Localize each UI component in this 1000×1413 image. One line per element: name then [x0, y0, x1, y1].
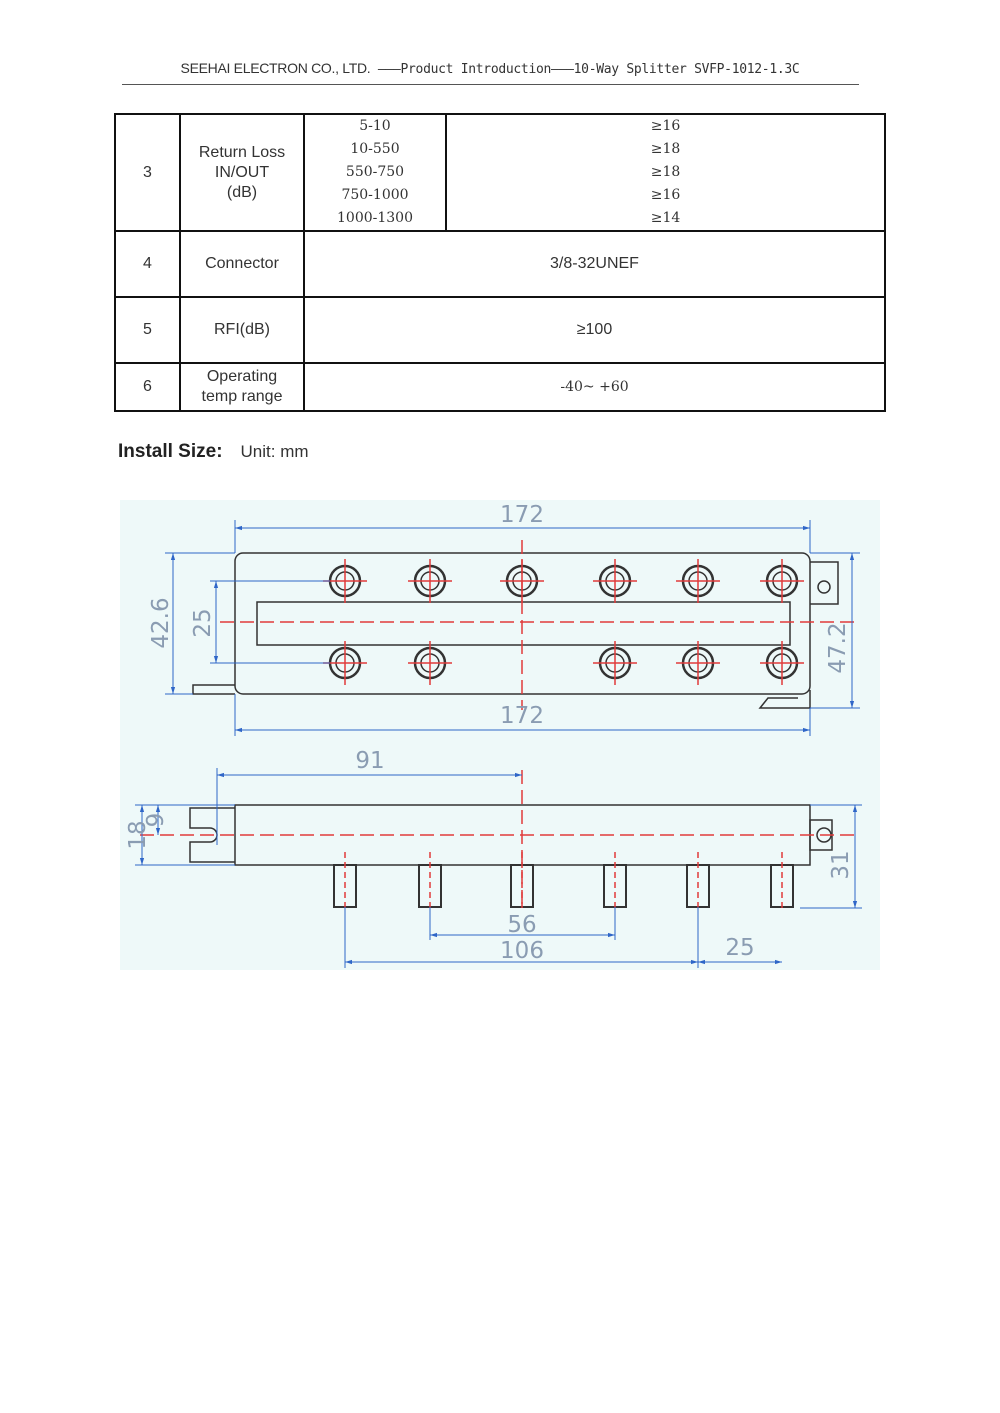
- row-label: RFI(dB): [179, 296, 305, 364]
- spec-table: 3 Return Loss IN/OUT (dB) 5-10 10-550 55…: [114, 113, 886, 412]
- port-crosshair: [500, 559, 544, 603]
- value: ≥18: [650, 141, 681, 157]
- value: ≥18: [650, 164, 681, 180]
- dim-span-25: 25: [725, 935, 754, 961]
- unit-label: Unit: mm: [240, 442, 309, 461]
- table-row: 6 Operating temp range -40~ +60: [114, 362, 886, 412]
- port-crosshair: [323, 641, 367, 685]
- product-name: 10-Way Splitter SVFP-1012-1.3C: [573, 62, 800, 77]
- port-crosshair: [760, 559, 804, 603]
- dim-center-offset: 91: [355, 748, 384, 774]
- dim-port-pitch: 25: [190, 608, 216, 637]
- value: ≥14: [650, 210, 681, 226]
- label-line: (dB): [226, 183, 258, 201]
- row-number: 3: [114, 113, 181, 232]
- row-number: 6: [114, 362, 181, 412]
- dimension-drawing: 172 172 42.6 25 47.2 91 18 9 31 56 106 2…: [120, 500, 880, 970]
- dim-height-total: 47.2: [825, 622, 851, 673]
- mounting-slot: [256, 601, 791, 646]
- company-name: SEEHAI ELECTRON CO., LTD.: [180, 60, 371, 76]
- dim-span-106: 106: [500, 938, 544, 964]
- dim-span-56: 56: [507, 912, 536, 938]
- range: 5-10: [359, 118, 391, 134]
- header-rule: [122, 84, 859, 85]
- label-line: Operating: [206, 368, 278, 385]
- port-crosshair: [593, 559, 637, 603]
- right-tab: [810, 561, 839, 605]
- return-loss-values: ≥16 ≥18 ≥18 ≥16 ≥14: [445, 113, 886, 232]
- install-size-heading: Install Size: Unit: mm: [118, 441, 309, 463]
- row-number: 5: [114, 296, 181, 364]
- separator: ———: [551, 62, 574, 77]
- install-title: Install Size:: [118, 441, 223, 462]
- port-crosshair: [408, 559, 452, 603]
- label-line: IN/OUT: [214, 163, 270, 181]
- range: 550-750: [345, 164, 405, 180]
- dim-bottom-width: 172: [500, 703, 544, 729]
- dim-height-outer: 42.6: [148, 597, 174, 648]
- port-crosshair: [676, 641, 720, 685]
- range: 1000-1300: [337, 210, 413, 226]
- table-row: 5 RFI(dB) ≥100: [114, 296, 886, 364]
- row-value: ≥100: [303, 296, 886, 364]
- port-crosshair: [593, 641, 637, 685]
- range: 750-1000: [341, 187, 409, 203]
- row-value: -40~ +60: [303, 362, 886, 412]
- dim-side-total: 31: [828, 850, 854, 879]
- label-line: Return Loss: [198, 143, 286, 161]
- row-number: 4: [114, 230, 181, 298]
- bottom-hook: [758, 690, 811, 709]
- mount-hole: [817, 580, 831, 594]
- label-line: temp range: [201, 388, 283, 405]
- section-title: Product Introduction: [400, 62, 552, 77]
- table-row: 4 Connector 3/8-32UNEF: [114, 230, 886, 298]
- page-header: SEEHAI ELECTRON CO., LTD. ———Product Int…: [122, 60, 858, 77]
- dim-side-height: 18: [125, 820, 151, 849]
- row-label: Connector: [179, 230, 305, 298]
- port-crosshair: [760, 641, 804, 685]
- row-value: 3/8-32UNEF: [303, 230, 886, 298]
- technical-drawing: 172 172 42.6 25 47.2 91 18 9 31 56 106 2…: [125, 502, 862, 968]
- row-label: Operating temp range: [179, 362, 305, 412]
- left-tab: [192, 684, 235, 695]
- value: ≥16: [650, 118, 681, 134]
- row-label: Return Loss IN/OUT (dB): [179, 113, 305, 232]
- separator: ———: [377, 62, 401, 77]
- frequency-ranges: 5-10 10-550 550-750 750-1000 1000-1300: [303, 113, 447, 232]
- port-crosshair: [408, 641, 452, 685]
- dim-side-half: 9: [143, 813, 169, 828]
- dim-top-width: 172: [500, 502, 544, 528]
- range: 10-550: [350, 141, 400, 157]
- table-row: 3 Return Loss IN/OUT (dB) 5-10 10-550 55…: [114, 113, 886, 232]
- port-crosshair: [323, 559, 367, 603]
- port-crosshair: [676, 559, 720, 603]
- value: ≥16: [650, 187, 681, 203]
